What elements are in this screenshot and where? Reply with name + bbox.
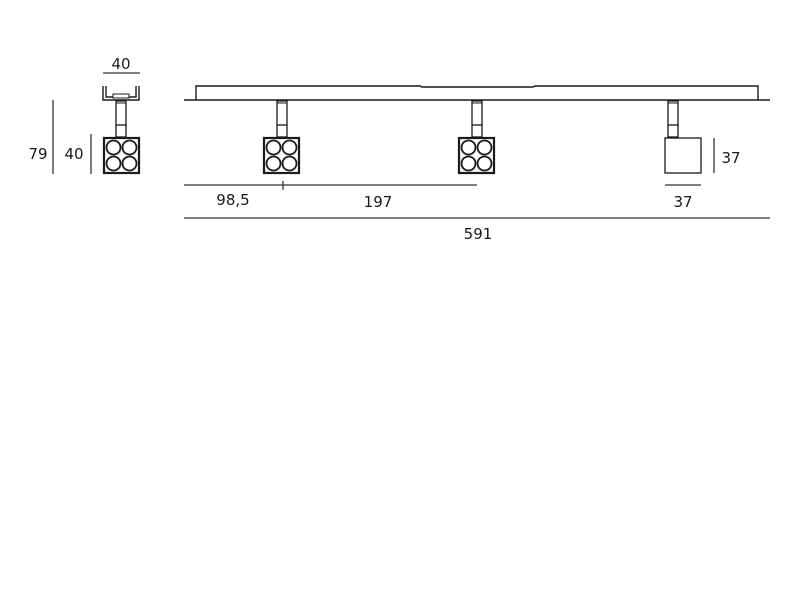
side-lens-head [102, 136, 141, 175]
dim-head-height: 40 [64, 145, 83, 163]
dim-first-offset: 98,5 [216, 191, 249, 209]
dim-track-length: 591 [464, 225, 493, 243]
dim-spacing: 197 [364, 193, 393, 211]
head-box [664, 137, 702, 174]
dim-head-size-width: 37 [673, 193, 692, 211]
dim-head-size-height: 37 [721, 149, 740, 167]
track [184, 85, 770, 101]
side-adapter [112, 93, 130, 99]
spotlight-1 [262, 100, 301, 175]
lens-head [457, 136, 496, 175]
lens-head [262, 136, 301, 175]
dim-total-height: 79 [28, 145, 47, 163]
spotlight-2 [457, 100, 496, 175]
side-view [102, 86, 141, 175]
dim-side-width: 40 [111, 55, 130, 73]
side-stem [115, 100, 127, 138]
spotlight-3-side [664, 100, 702, 174]
